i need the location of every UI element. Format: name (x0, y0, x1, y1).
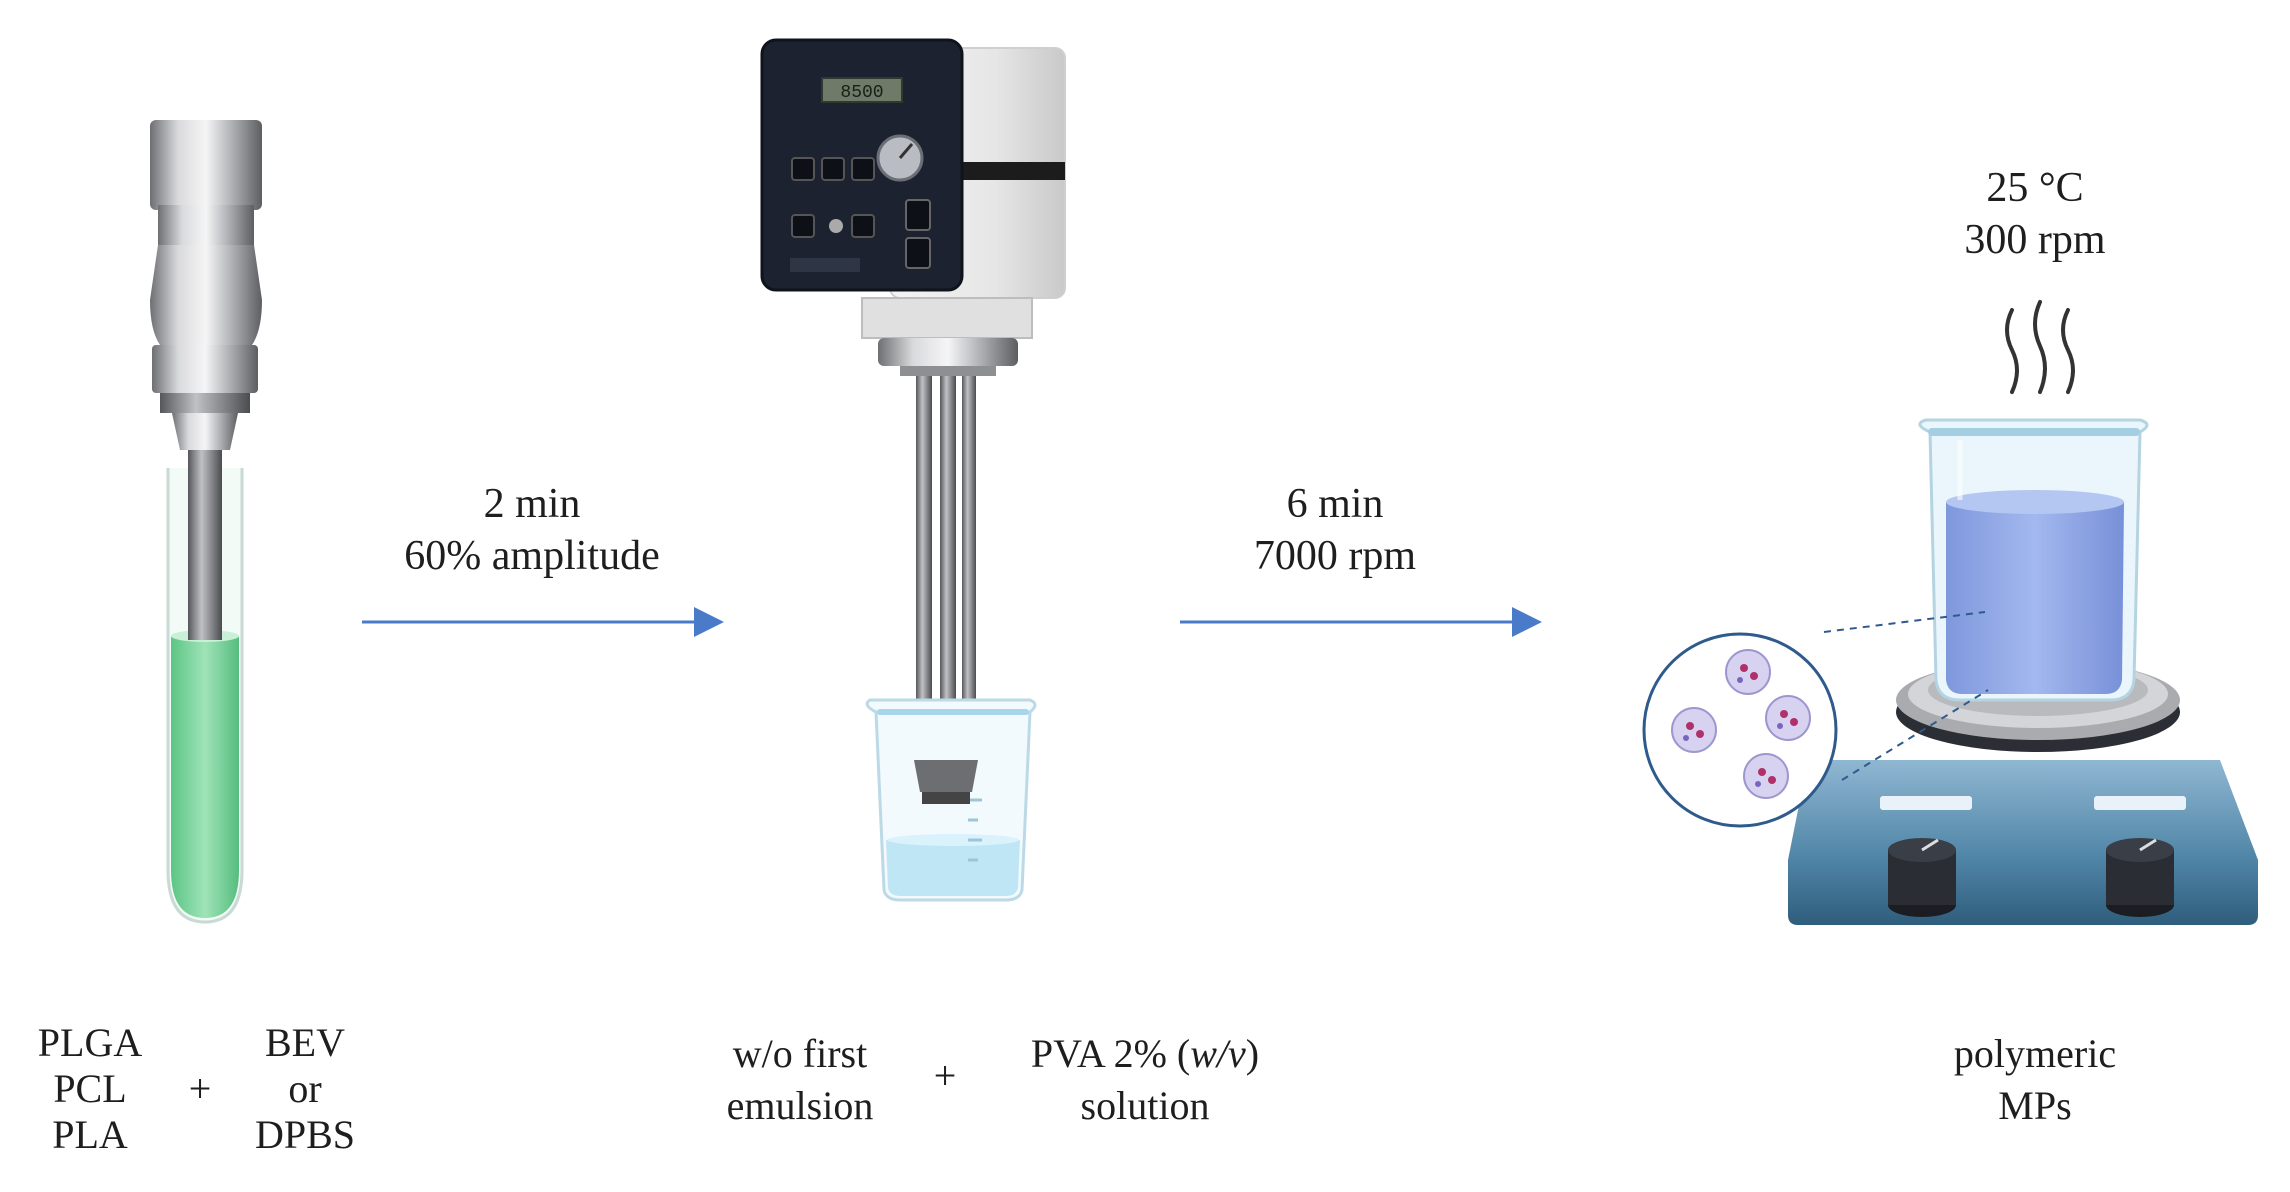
stirred-beaker-icon (1918, 418, 2149, 702)
payload-or: or (288, 1066, 322, 1111)
step2-time: 6 min (1286, 481, 1384, 527)
product-line1: polymeric (1953, 1031, 2117, 1076)
pva-wv-italic: w/v (1190, 1031, 1246, 1076)
payload-bev: BEV (265, 1020, 345, 1065)
product-line2: MPs (1998, 1083, 2072, 1128)
svg-text:8500: 8500 (840, 83, 883, 103)
polymer-list: PLGA PCL PLA (20, 1020, 160, 1158)
beaker-icon (865, 698, 1037, 902)
step2-speed: 7000 rpm (1253, 533, 1417, 579)
step2-conditions: 6 min 7000 rpm (1170, 478, 1500, 582)
product-label: polymeric MPs (1900, 1028, 2170, 1132)
plus-sign-2: + (933, 1053, 957, 1098)
step1-conditions: 2 min 60% amplitude (362, 478, 702, 582)
pva-prefix: PVA 2% ( (1030, 1031, 1191, 1076)
polymer-pla: PLA (52, 1112, 128, 1157)
step3-temperature: 25 °C (1986, 165, 2084, 211)
step1-amplitude: 60% amplitude (404, 533, 660, 579)
step3-speed: 300 rpm (1964, 217, 2106, 263)
payload-list: BEV or DPBS (240, 1020, 370, 1158)
payload-dpbs: DPBS (254, 1112, 356, 1157)
microparticle-zoom-icon (1642, 611, 1989, 828)
pva-solution-line2: solution (1080, 1083, 1210, 1128)
plus-sign-1: + (188, 1066, 212, 1111)
polymer-plga: PLGA (37, 1020, 143, 1065)
pva-solution-label: PVA 2% (w/v) solution (985, 1028, 1305, 1132)
polymer-pcl: PCL (53, 1066, 127, 1111)
pva-suffix: ) (1245, 1031, 1260, 1076)
sonicator-probe-icon (150, 120, 262, 924)
pva-solution-line1: PVA 2% (w/v) (985, 1028, 1305, 1080)
homogenizer-icon: 8500 (760, 38, 1066, 776)
first-emulsion-line1: w/o first (732, 1031, 868, 1076)
first-emulsion-label: w/o first emulsion (690, 1028, 910, 1132)
first-emulsion-line2: emulsion (726, 1083, 874, 1128)
heat-waves-icon (2005, 300, 2075, 394)
step1-time: 2 min (483, 481, 581, 527)
step3-conditions: 25 °C 300 rpm (1900, 162, 2170, 266)
